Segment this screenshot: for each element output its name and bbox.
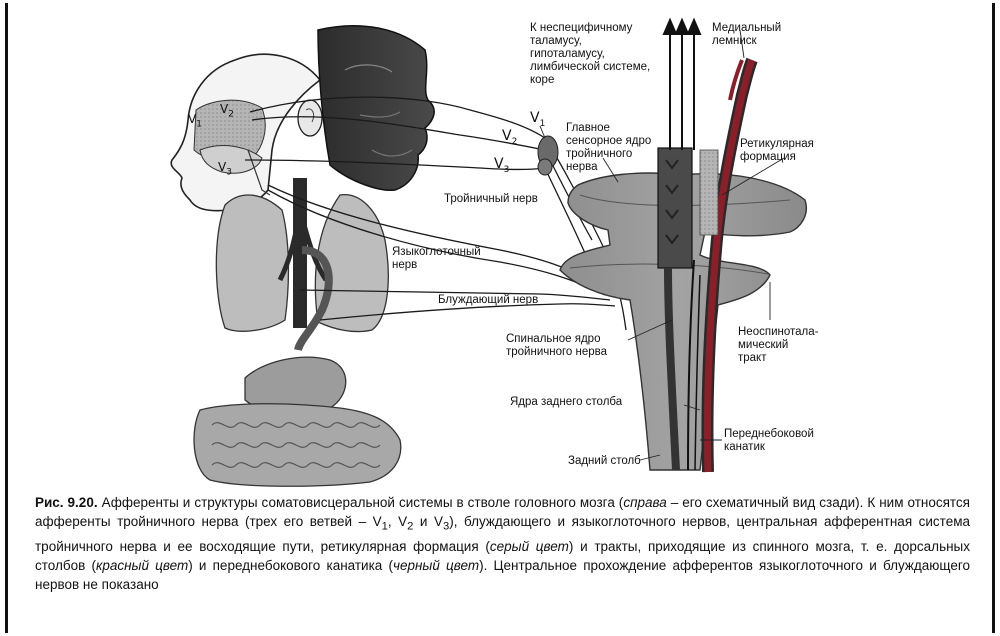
lungs	[216, 178, 388, 350]
abdomen	[194, 357, 401, 486]
label-main-sensory-nucleus: Главное сенсорное ядро тройничного нерва	[566, 122, 651, 174]
caption-italic-4: черный цвет	[393, 558, 479, 573]
caption-italic-1: справа	[623, 495, 666, 510]
label-dorsal-column: Задний столб	[568, 455, 641, 468]
label-nonspecific: К неспецифичному таламусу, гипоталамусу,…	[530, 22, 650, 87]
caption-text-1: Афференты и структуры соматовисцеральной…	[98, 495, 624, 510]
label-dorsal-column-nuclei: Ядра заднего столба	[510, 396, 622, 409]
label-v1: V1	[530, 110, 545, 129]
label-v3: V3	[494, 156, 509, 175]
label-vagus-nerve: Блуждающий нерв	[438, 294, 538, 307]
label-anterolateral: Переднебоковой канатик	[724, 428, 814, 454]
caption-italic-3: красный цвет	[96, 558, 188, 573]
ascending-arrows	[664, 20, 700, 150]
caption-italic-2: серый цвет	[490, 539, 569, 554]
caption-number: Рис. 9.20.	[35, 495, 98, 510]
caption-text-4: и V	[413, 514, 443, 529]
label-v2: V2	[502, 128, 517, 147]
caption-text-7: ) и переднебокового канатика (	[188, 558, 393, 573]
label-medial-lemniscus: Медиальный лемниск	[712, 22, 781, 48]
face-label-v3: V3	[218, 160, 232, 177]
ear	[298, 100, 322, 136]
label-spinal-nucleus: Спинальное ядро тройничного нерва	[506, 333, 607, 359]
trigeminal-column	[658, 148, 692, 268]
face-label-v2: V2	[220, 102, 234, 119]
caption-text-3: , V	[388, 514, 407, 529]
label-trigeminal-nerve: Тройничный нерв	[444, 193, 538, 206]
label-reticular-formation: Ретикулярная формация	[740, 138, 814, 164]
dark-face	[298, 26, 434, 191]
reticular-area	[700, 150, 718, 235]
figure-caption: Рис. 9.20. Афференты и структуры соматов…	[35, 493, 970, 594]
face-label-v1: V1	[188, 112, 202, 129]
label-glossopharyngeal-nerve: Языкоглоточный нерв	[392, 246, 481, 272]
illustration	[0, 0, 1000, 490]
label-neospinothalamic: Неоспинотала- мический тракт	[738, 326, 818, 365]
